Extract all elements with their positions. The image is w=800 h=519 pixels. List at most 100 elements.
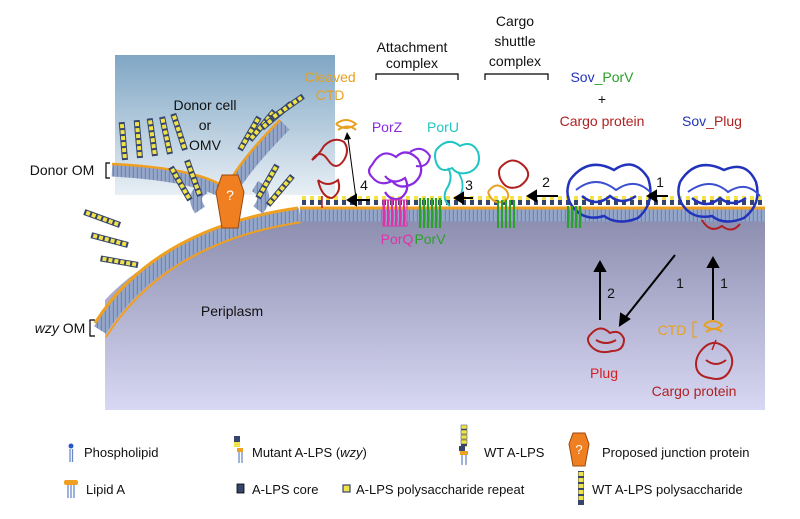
- wt-alps-chain: [100, 255, 139, 268]
- cargo-protein-top-label: Cargo protein: [560, 113, 645, 129]
- step-1-top: 1: [656, 174, 664, 190]
- mutant-alps-stub: [446, 196, 450, 205]
- mutant-alps-stub: [342, 196, 346, 205]
- ctd-release-arrow: [347, 137, 357, 199]
- mutant-alps-stub: [414, 196, 418, 205]
- donor-om-bracket: [105, 162, 110, 179]
- cleaved-ctd-structure: [335, 119, 358, 131]
- attachment-complex-label-line1: Attachment: [377, 39, 448, 55]
- mutant-alps-stub: [750, 196, 754, 205]
- mutant-alps-stub: [670, 196, 674, 205]
- wt-alps-chain: [133, 119, 143, 159]
- phospholipid-icon: [68, 443, 74, 462]
- porq-structure: [382, 199, 408, 227]
- junction-protein-icon: ?: [568, 432, 590, 467]
- step-3: 3: [465, 177, 473, 193]
- mutant-alps-stub: [622, 196, 626, 205]
- cargo-protein-bottom-label: Cargo protein: [652, 383, 737, 399]
- mutant-alps-stub: [758, 196, 762, 205]
- legend-lipid-a: Lipid A: [86, 482, 126, 497]
- wt-alps-chain: [237, 115, 262, 152]
- alps-core-icon: [236, 483, 245, 494]
- porq-label: PorQ: [381, 231, 414, 247]
- mutant-alps-stub: [478, 196, 482, 205]
- process-arrows: [346, 189, 720, 327]
- porv-structure-attachment: [418, 198, 442, 228]
- legend-junction-protein: Proposed junction protein: [602, 445, 750, 460]
- mutant-alps-stub: [558, 196, 562, 205]
- mutant-alps-stub: [310, 196, 314, 205]
- mutant-alps-stub: [366, 196, 370, 205]
- porz-structure: [367, 147, 432, 201]
- mutant-alps-stub: [638, 196, 642, 205]
- cargo-shuttle-bracket: [484, 73, 549, 80]
- wt-alps-chain: [170, 112, 188, 151]
- ctd-release-arrowhead: [344, 132, 351, 140]
- wt-alps-chain: [168, 165, 193, 202]
- cargo-protein-step4: [311, 138, 348, 208]
- wt-alps-chain: [83, 209, 122, 228]
- legend-phospholipid: Phospholipid: [84, 445, 159, 460]
- sov-plug-label: Sov_Plug: [682, 113, 742, 129]
- ctd-bracket: [692, 321, 697, 338]
- legend-alps-core: A-LPS core: [252, 482, 319, 497]
- mutant-alps-stub: [486, 196, 490, 205]
- cargo-shuttle-label-line3: complex: [489, 53, 541, 69]
- wzy-om-bracket: [89, 319, 95, 337]
- mutant-alps-stub: [662, 196, 666, 205]
- poru-label: PorU: [427, 119, 459, 135]
- sov-plug-structure: [677, 163, 761, 231]
- wt-alps-poly-icon: [578, 471, 584, 505]
- periplasm-label: Periplasm: [201, 303, 263, 319]
- attachment-complex-label-line2: complex: [386, 55, 438, 71]
- step-1-diagonal: 1: [676, 275, 684, 291]
- step-1-vertical: 1: [720, 275, 728, 291]
- plug-structure: [587, 327, 626, 354]
- mutant-alps-stub: [526, 196, 530, 205]
- mutant-alps-icon: [234, 436, 243, 463]
- wzy-om-label: wzy OM: [35, 320, 86, 336]
- plus-sign: +: [598, 91, 606, 107]
- alps-repeat-icon: [342, 484, 351, 493]
- mutant-alps-stub: [510, 196, 514, 205]
- attachment-bracket: [375, 73, 459, 80]
- mutant-alps-stub: [702, 196, 706, 205]
- donor-cell-label-line1: Donor cell: [173, 97, 236, 113]
- sov-porv-structure: [566, 163, 653, 228]
- wt-alps-icon: [459, 424, 468, 465]
- mutant-alps-stub: [614, 196, 618, 205]
- mutant-alps-stub: [358, 196, 362, 205]
- legend-wt-alps-poly: WT A-LPS polysaccharide: [592, 482, 743, 497]
- legend-mutant-alps: Mutant A-LPS (wzy): [252, 445, 367, 460]
- plug-label: Plug: [590, 365, 618, 381]
- mutant-alps-stub: [550, 196, 554, 205]
- mutant-alps-stub: [542, 196, 546, 205]
- sov-porv-label: Sov_PorV: [570, 69, 634, 85]
- wt-alps-chain: [118, 121, 128, 161]
- mutant-alps-stub: [374, 196, 378, 205]
- step-2-top: 2: [542, 174, 550, 190]
- wt-alps-chain: [265, 173, 295, 207]
- mutant-alps-stub: [574, 196, 578, 205]
- lipid-a-icon: [64, 480, 78, 498]
- legend: Phospholipid Mutant A-LPS (wzy) WT A-LPS…: [0, 424, 800, 519]
- ctd-label: CTD: [658, 322, 687, 338]
- mutant-alps-stub: [686, 196, 690, 205]
- mutant-alps-stub: [318, 196, 322, 205]
- mutant-alps-stub: [518, 196, 522, 205]
- cleaved-ctd-label-line2: CTD: [316, 87, 345, 103]
- cleaved-ctd-label-line1: Cleaved: [304, 69, 355, 85]
- cargo-protein-bottom-structure: [694, 320, 734, 380]
- legend-wt-alps: WT A-LPS: [484, 445, 545, 460]
- step-4: 4: [360, 177, 368, 193]
- svg-text:?: ?: [575, 442, 582, 457]
- mutant-alps-stub: [302, 196, 306, 205]
- donor-cell-label-line2: or: [199, 117, 212, 133]
- wt-alps-chains: [83, 93, 305, 268]
- mutant-alps-stub: [502, 196, 506, 205]
- cargo-shuttle-label-line1: Cargo: [496, 13, 534, 29]
- legend-alps-repeat: A-LPS polysaccharide repeat: [356, 482, 525, 497]
- mutant-alps-stub: [694, 196, 698, 205]
- wt-alps-chain: [90, 232, 129, 248]
- cargo-shuttle-structure: [487, 159, 530, 228]
